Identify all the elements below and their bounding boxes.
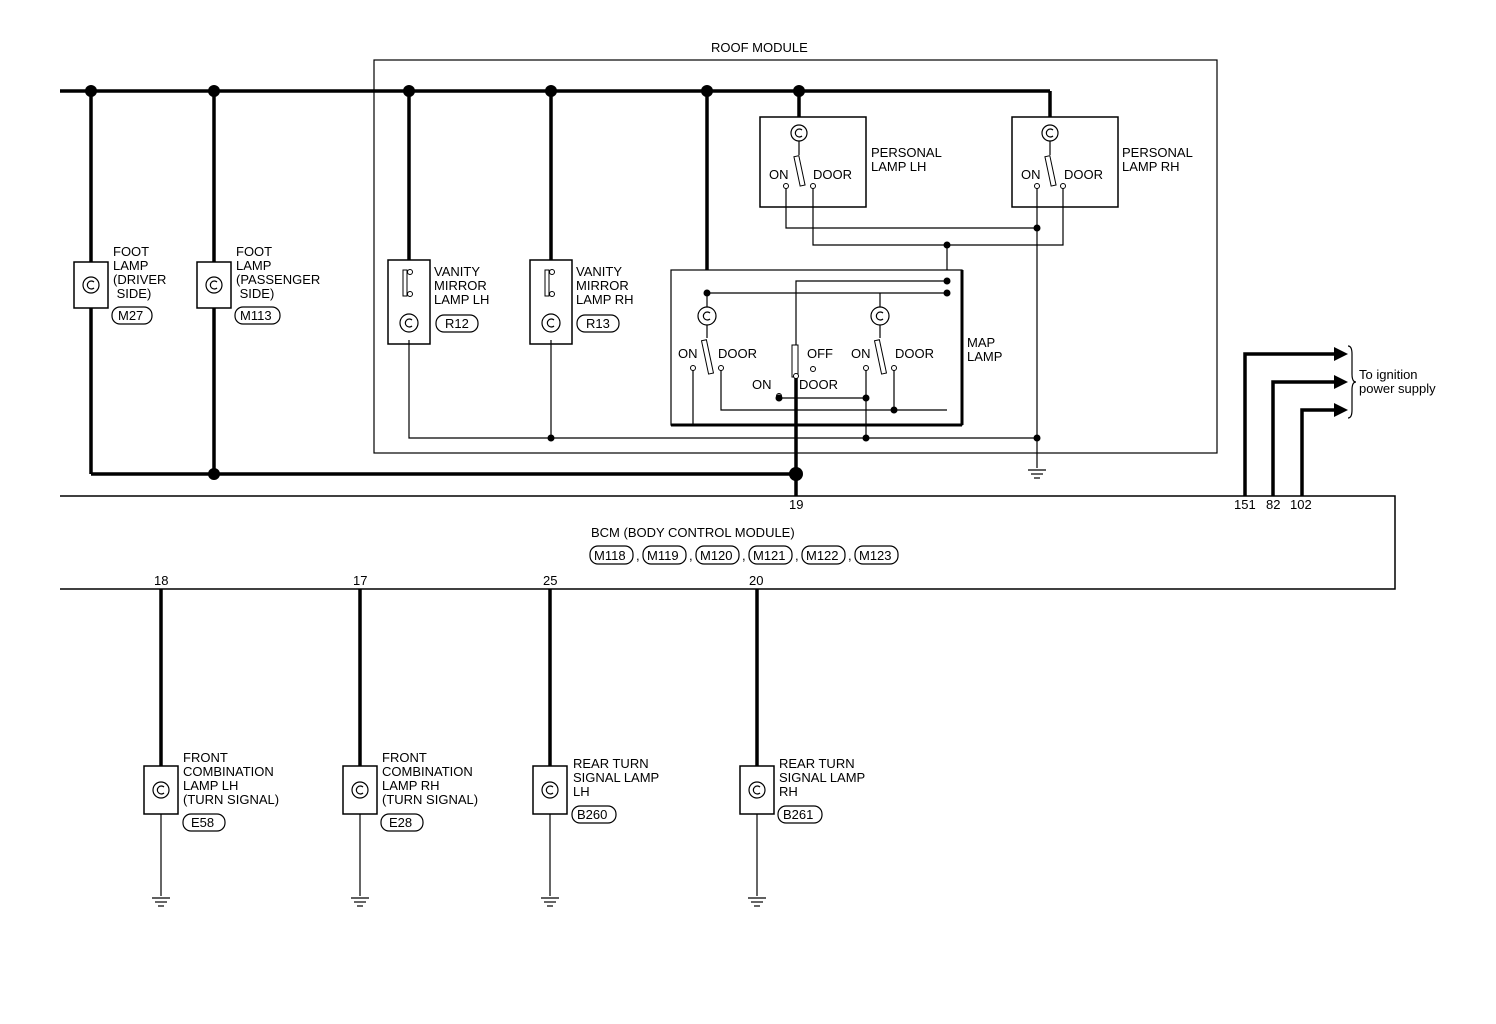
ground-icon — [1028, 469, 1046, 479]
svg-text:M119: M119 — [647, 548, 679, 563]
pin-label: 82 — [1266, 497, 1280, 512]
bulb-icon — [541, 313, 561, 333]
map-lamp: ON DOOR OFF ON DOOR ON DOOR — [670, 269, 1002, 438]
bulb-icon — [205, 276, 223, 294]
connector-label: E58 — [191, 815, 214, 830]
roof-module-label: ROOF MODULE — [711, 40, 808, 55]
svg-text:DOOR: DOOR — [718, 346, 757, 361]
svg-text:ON: ON — [769, 167, 789, 182]
bcm-connectors: M118 M119 M120 M121 M122 M123 , , , , , — [589, 545, 899, 565]
pin-label: 19 — [789, 497, 803, 512]
svg-text:,: , — [795, 548, 799, 563]
svg-text:M123: M123 — [859, 548, 892, 563]
arrow-icon — [1334, 403, 1348, 417]
connector-tag — [435, 314, 479, 333]
svg-text:DOOR: DOOR — [1064, 167, 1103, 182]
bulb-icon — [152, 781, 170, 799]
connector-label: M113 — [240, 308, 272, 323]
svg-text:M121: M121 — [753, 548, 786, 563]
connector-tag — [182, 813, 226, 832]
connector-tag — [777, 805, 823, 824]
bcm-module: BCM (BODY CONTROL MODULE) 19 151 82 102 … — [60, 495, 1396, 590]
connector-tag — [234, 306, 281, 325]
arrow-icon — [1334, 375, 1348, 389]
svg-text:,: , — [636, 548, 640, 563]
svg-text:DOOR: DOOR — [799, 377, 838, 392]
svg-text:,: , — [742, 548, 746, 563]
svg-text:,: , — [689, 548, 693, 563]
pin-label: 18 — [154, 573, 168, 588]
bulb-icon — [790, 124, 808, 142]
bulb-icon — [748, 781, 766, 799]
connector-label: R13 — [586, 316, 610, 331]
svg-text:,: , — [848, 548, 852, 563]
pin-label: 20 — [749, 573, 763, 588]
connector-label: B260 — [577, 807, 607, 822]
svg-text:DOOR: DOOR — [813, 167, 852, 182]
svg-text:OFF: OFF — [807, 346, 833, 361]
connector-tag — [380, 813, 424, 832]
pin-label: 102 — [1290, 497, 1312, 512]
svg-text:ON: ON — [752, 377, 772, 392]
bulb-icon — [82, 276, 100, 294]
pin-label: 151 — [1234, 497, 1256, 512]
connector-label: E28 — [389, 815, 412, 830]
connector-tag — [111, 306, 153, 325]
arrow-icon — [1334, 347, 1348, 361]
bulb-icon — [870, 306, 890, 326]
connector-tag — [576, 314, 620, 333]
svg-text:ON: ON — [1021, 167, 1041, 182]
bulb-icon — [1041, 124, 1059, 142]
svg-text:M122: M122 — [806, 548, 839, 563]
bulb-icon — [697, 306, 717, 326]
connector-label: B261 — [783, 807, 813, 822]
bulb-icon — [351, 781, 369, 799]
svg-text:M120: M120 — [700, 548, 733, 563]
pin-label: 17 — [353, 573, 367, 588]
junction-dots — [85, 85, 805, 481]
pin-label: 25 — [543, 573, 557, 588]
connector-tag — [571, 805, 617, 824]
bulb-icon — [541, 781, 559, 799]
connector-label: R12 — [445, 316, 469, 331]
bcm-title: BCM (BODY CONTROL MODULE) — [591, 525, 795, 540]
svg-text:M118: M118 — [594, 548, 626, 563]
connector-label: M27 — [118, 308, 143, 323]
roof-ground-return — [408, 340, 1041, 442]
svg-text:DOOR: DOOR — [895, 346, 934, 361]
svg-text:ON: ON — [851, 346, 871, 361]
bulb-icon — [399, 313, 419, 333]
svg-text:ON: ON — [678, 346, 698, 361]
